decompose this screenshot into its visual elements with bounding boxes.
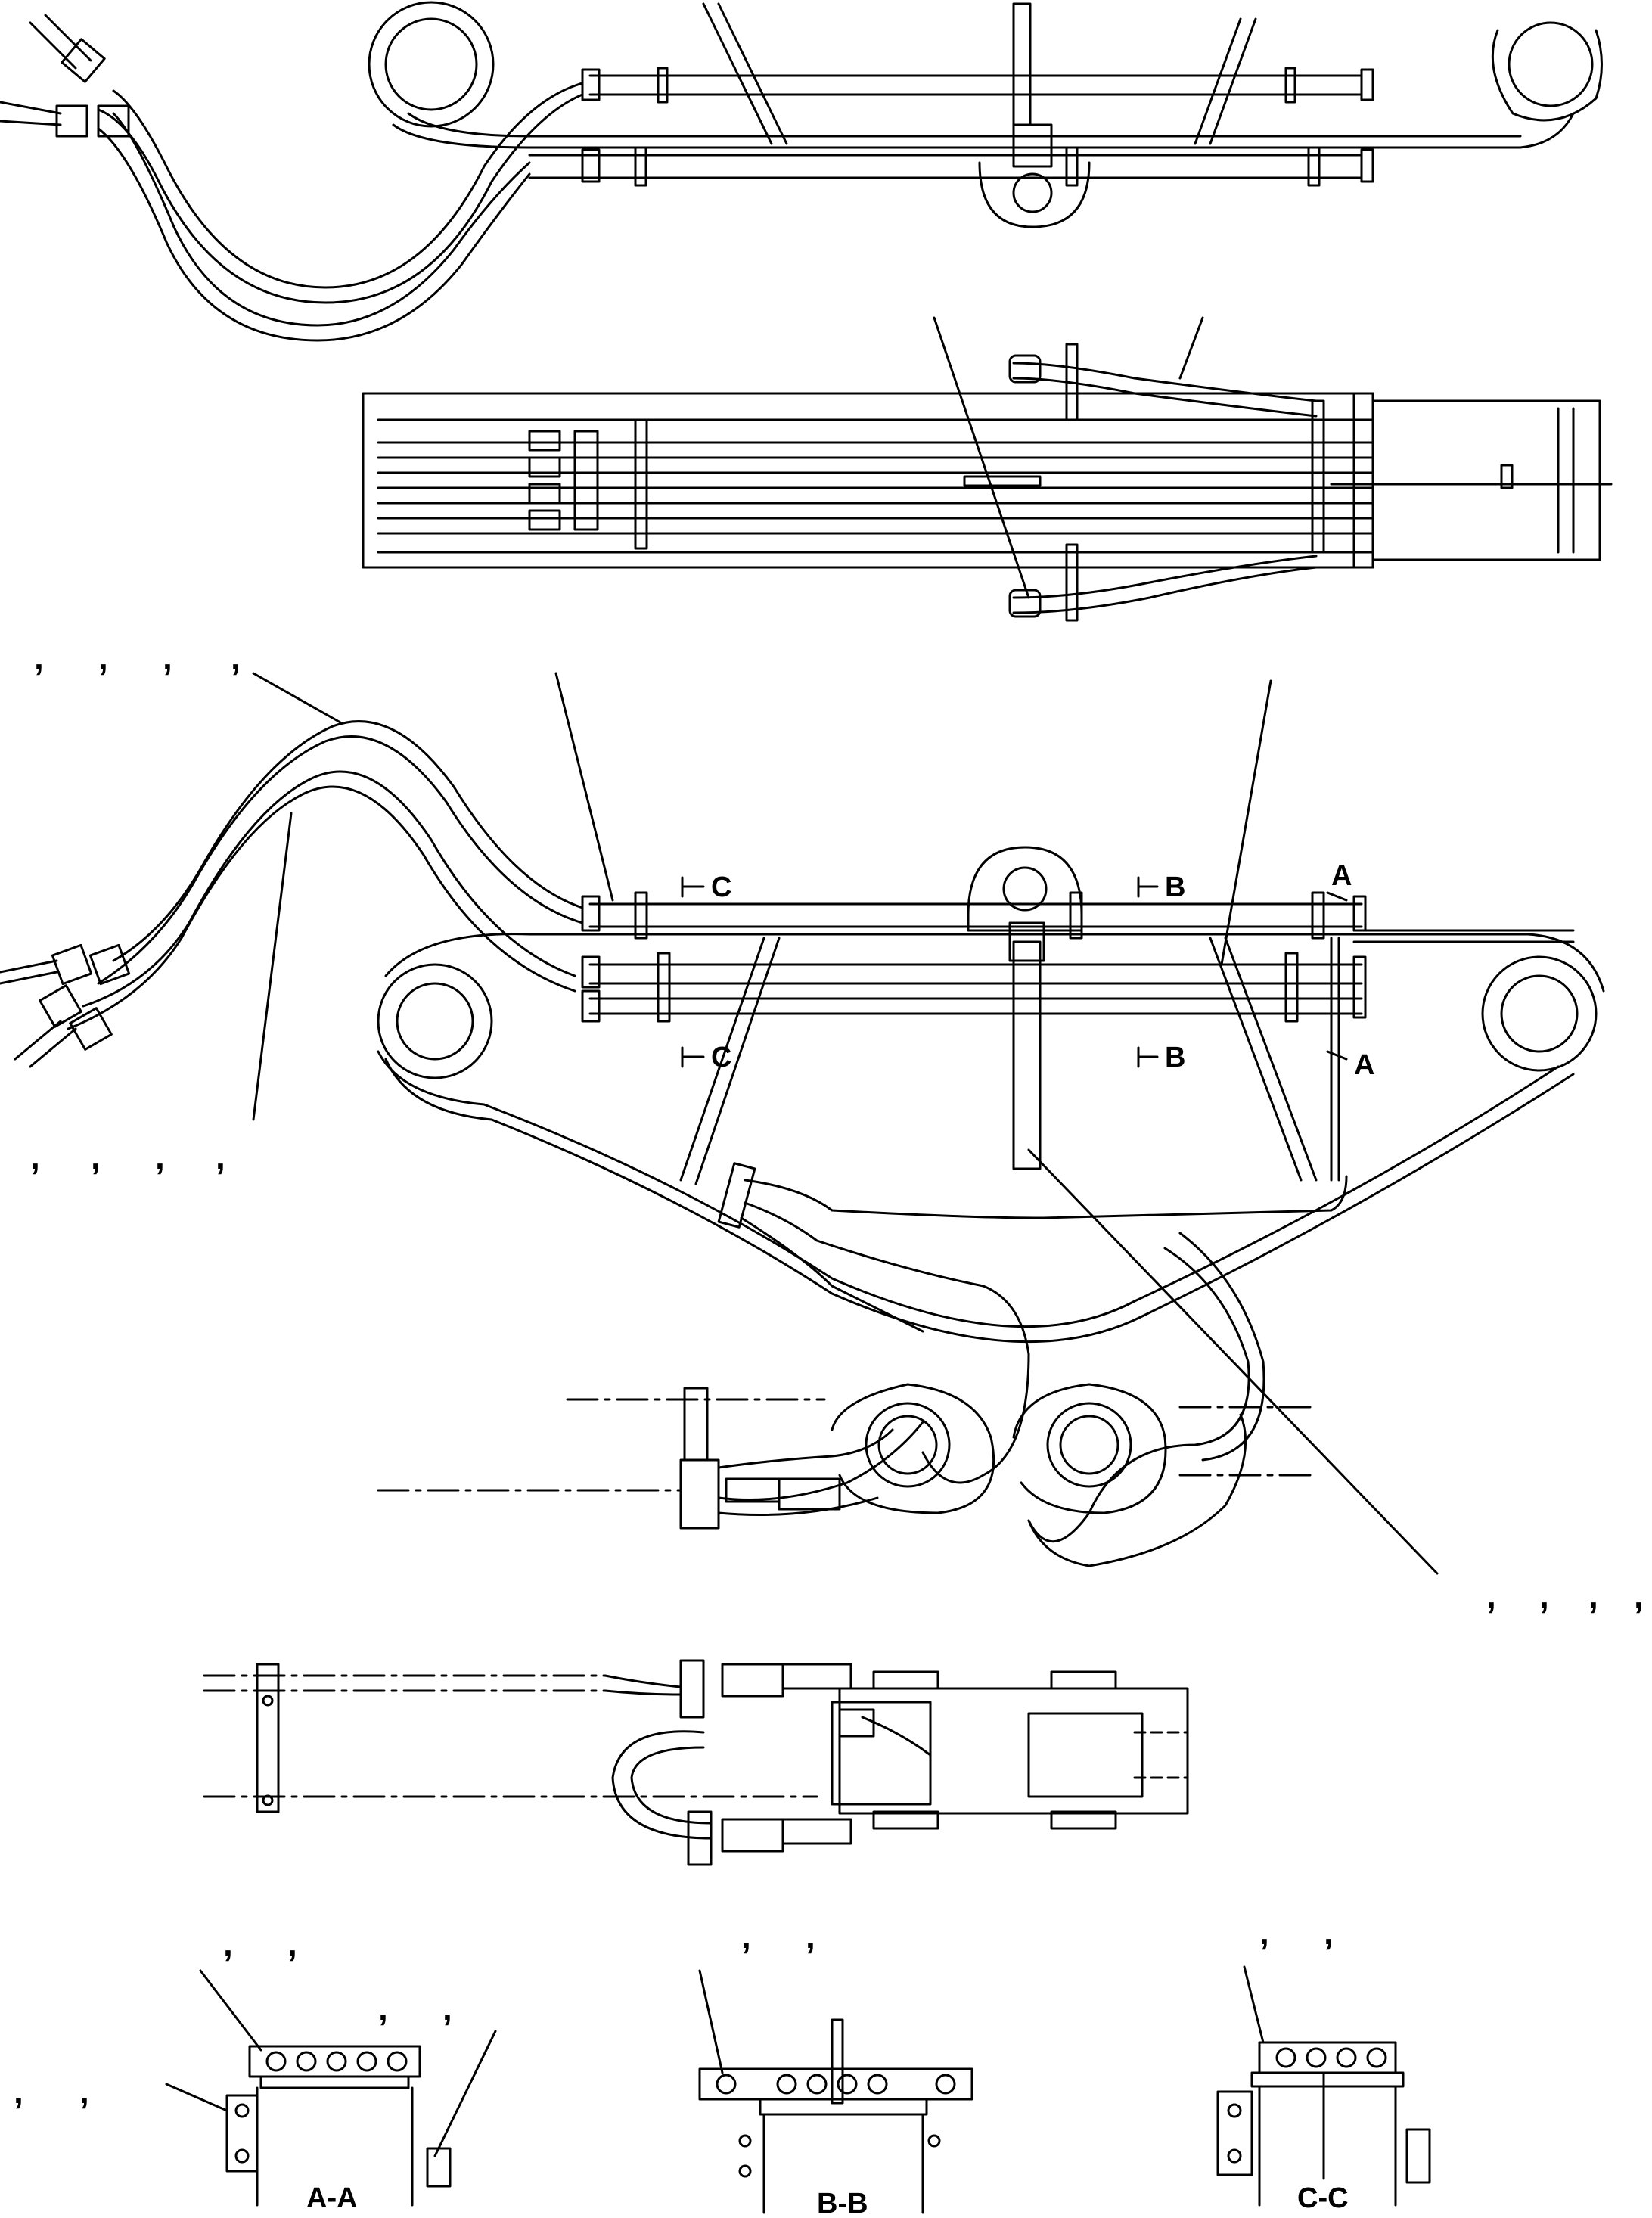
- cut-marker-c-bottom: C: [711, 1042, 731, 1073]
- callout-comma: ,: [741, 1916, 751, 1956]
- section-title-c-c: C-C: [1297, 2182, 1349, 2214]
- cut-marker-c-top: C: [711, 871, 731, 903]
- left-pivot-boss: [384, 17, 478, 111]
- callout-comma: ,: [1539, 1576, 1549, 1615]
- top-arm-view: [0, 1, 1603, 342]
- callout-comma: ,: [1486, 1576, 1496, 1615]
- callout-comma: ,: [1324, 1912, 1334, 1952]
- left-boss: [396, 982, 474, 1061]
- section-titles: A-A B-B C-C: [306, 2182, 1349, 2218]
- section-title-a-a: A-A: [306, 2182, 358, 2214]
- callout-comma: ,: [98, 638, 108, 677]
- right-pivot-boss: [1508, 21, 1594, 107]
- main-side-view: [0, 672, 1605, 1575]
- callout-comma: ,: [163, 638, 172, 677]
- callout-comma: ,: [287, 1924, 297, 1963]
- callout-comma: ,: [30, 1137, 40, 1176]
- cut-marker-b-top: B: [1165, 871, 1185, 903]
- section-b-b: [698, 1969, 974, 2214]
- cut-marker-labels: C C B B A A: [711, 860, 1374, 1081]
- callout-comma: ,: [806, 1916, 815, 1956]
- callout-comma: ,: [1634, 1576, 1644, 1615]
- section-title-b-b: B-B: [817, 2188, 868, 2214]
- section-c-c: [1216, 1965, 1431, 2207]
- callout-comma: ,: [442, 1988, 452, 2027]
- callout-comma: ,: [14, 2071, 23, 2111]
- callout-comma: ,: [1588, 1576, 1598, 1615]
- boom-foot-detail: [203, 1659, 1189, 1866]
- callout-commas: , , , , , , , , , , , , , , , , , , , , …: [14, 638, 1644, 2111]
- right-boss: [1500, 974, 1579, 1053]
- top-clamps: [634, 67, 1321, 187]
- callout-comma: ,: [91, 1137, 101, 1176]
- callout-comma: ,: [378, 1988, 388, 2027]
- cut-marker-b-bottom: B: [1165, 1042, 1185, 1073]
- callout-comma: ,: [1259, 1912, 1269, 1952]
- section-a-a: [165, 1969, 497, 2207]
- callout-comma: ,: [231, 638, 241, 677]
- callout-comma: ,: [34, 638, 44, 677]
- cut-marker-a-bottom: A: [1354, 1049, 1374, 1081]
- callout-comma: ,: [79, 2071, 89, 2111]
- callout-comma: ,: [223, 1924, 233, 1963]
- cut-marker-a-top: A: [1331, 860, 1352, 892]
- plan-pipe-bundle: [362, 316, 1613, 622]
- callout-comma: ,: [216, 1137, 225, 1176]
- callout-comma: ,: [155, 1137, 165, 1176]
